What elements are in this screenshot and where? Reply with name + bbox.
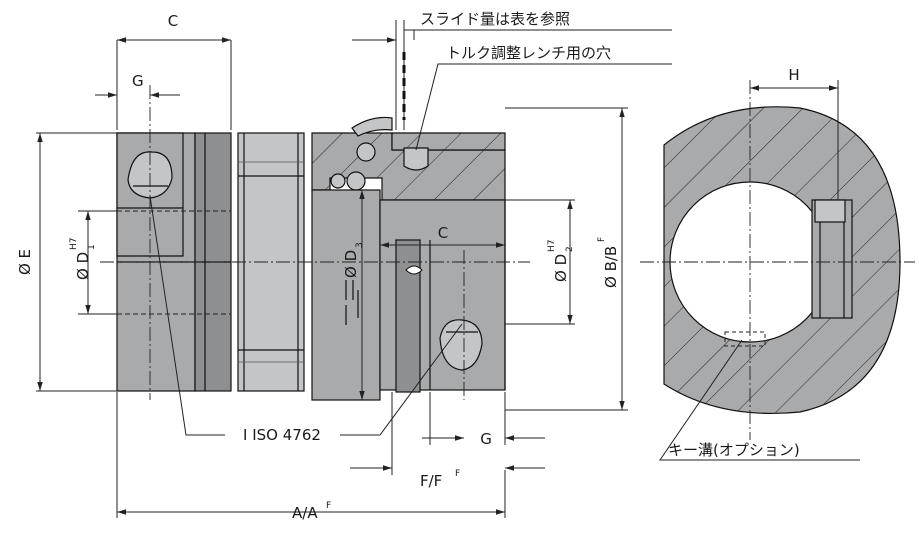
label-torque: トルク調整レンチ用の穴 <box>446 44 611 62</box>
label-iso: I ISO 4762 <box>243 426 321 444</box>
keyway-outline <box>724 331 766 347</box>
right-hub <box>311 116 506 401</box>
left-hub <box>116 132 232 392</box>
label-c-mid: C <box>438 224 448 242</box>
label-c-top: C <box>168 12 178 30</box>
svg-text:F: F <box>326 501 331 511</box>
label-g-top: G <box>132 72 144 90</box>
side-view <box>663 106 901 415</box>
svg-text:H7: H7 <box>547 240 557 253</box>
label-keyway: キー溝(オプション) <box>668 441 800 459</box>
svg-text:Ø B/B: Ø B/B <box>602 246 620 288</box>
torque-wrench-hole <box>403 147 429 171</box>
svg-text:F/F: F/F <box>420 472 442 490</box>
label-a: A/A F <box>292 501 331 522</box>
svg-text:Ø D: Ø D <box>74 252 92 280</box>
label-b: Ø B/B F <box>597 237 620 288</box>
svg-text:3: 3 <box>355 242 365 248</box>
label-g-bottom: G <box>480 430 492 448</box>
label-slide: スライド量は表を参照 <box>420 10 570 28</box>
svg-text:1: 1 <box>87 244 97 250</box>
svg-text:2: 2 <box>565 246 575 252</box>
label-e: Ø E <box>16 249 34 275</box>
svg-text:F: F <box>597 237 607 242</box>
svg-text:Ø D: Ø D <box>342 250 360 278</box>
label-d1: Ø D 1 H7 <box>69 238 97 281</box>
clamp-screw-head <box>814 199 846 223</box>
label-d2: Ø D 2 H7 <box>547 240 575 283</box>
svg-text:H7: H7 <box>69 238 79 251</box>
label-d3: Ø D 3 <box>342 242 365 278</box>
label-h: H <box>788 66 799 84</box>
svg-text:Ø D: Ø D <box>552 254 570 282</box>
label-f: F/F F <box>420 469 460 490</box>
svg-text:F: F <box>455 469 460 479</box>
svg-text:A/A: A/A <box>292 504 318 522</box>
